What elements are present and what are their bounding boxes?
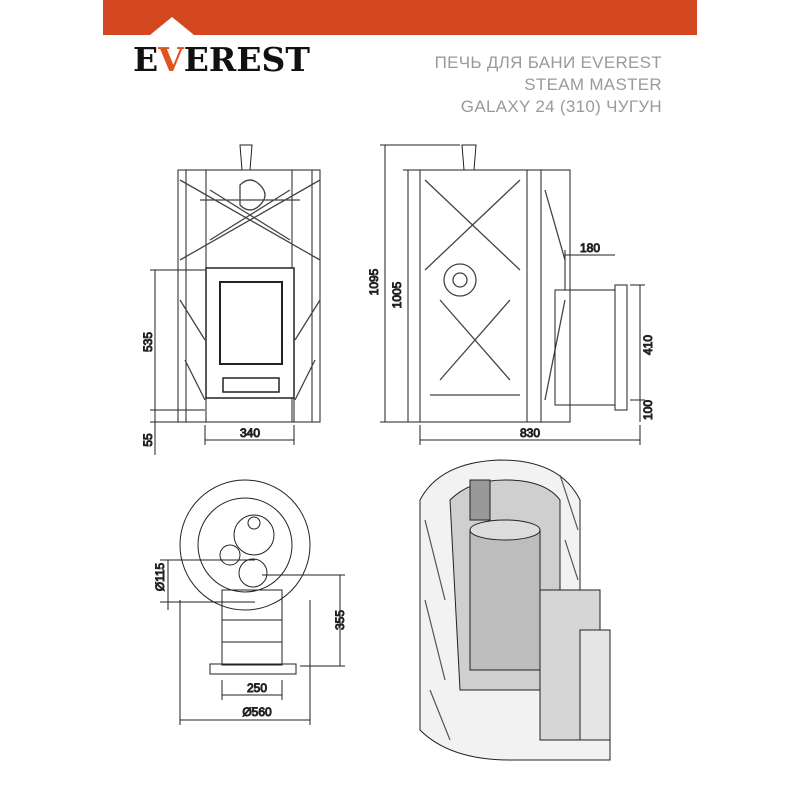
header-notch bbox=[150, 17, 194, 35]
dim-55: 55 bbox=[141, 433, 155, 447]
cutaway-view bbox=[419, 459, 611, 761]
side-view bbox=[380, 144, 645, 445]
title-line-3: GALAXY 24 (310) ЧУГУН bbox=[460, 97, 662, 116]
dim-830: 830 bbox=[520, 426, 540, 440]
dim-250: 250 bbox=[247, 681, 267, 695]
front-view bbox=[150, 144, 321, 455]
top-view bbox=[160, 479, 345, 725]
dim-340: 340 bbox=[240, 426, 260, 440]
dim-180: 180 bbox=[580, 241, 600, 255]
dim-d115: Ø115 bbox=[153, 562, 167, 591]
dim-355: 355 bbox=[333, 610, 347, 630]
dim-535: 535 bbox=[141, 332, 155, 352]
dim-d560: Ø560 bbox=[242, 705, 272, 719]
product-title: ПЕЧЬ ДЛЯ БАНИ EVEREST STEAM MASTER GALAX… bbox=[435, 52, 662, 118]
title-line-1: ПЕЧЬ ДЛЯ БАНИ EVEREST bbox=[434, 53, 662, 72]
dim-1095: 1095 bbox=[367, 268, 381, 295]
dim-100: 100 bbox=[641, 400, 655, 420]
title-line-2: STEAM MASTER bbox=[524, 75, 662, 94]
header-band bbox=[103, 0, 697, 35]
dim-1005: 1005 bbox=[390, 281, 404, 308]
everest-logo: EVEREST bbox=[133, 40, 310, 79]
dim-410: 410 bbox=[641, 335, 655, 355]
